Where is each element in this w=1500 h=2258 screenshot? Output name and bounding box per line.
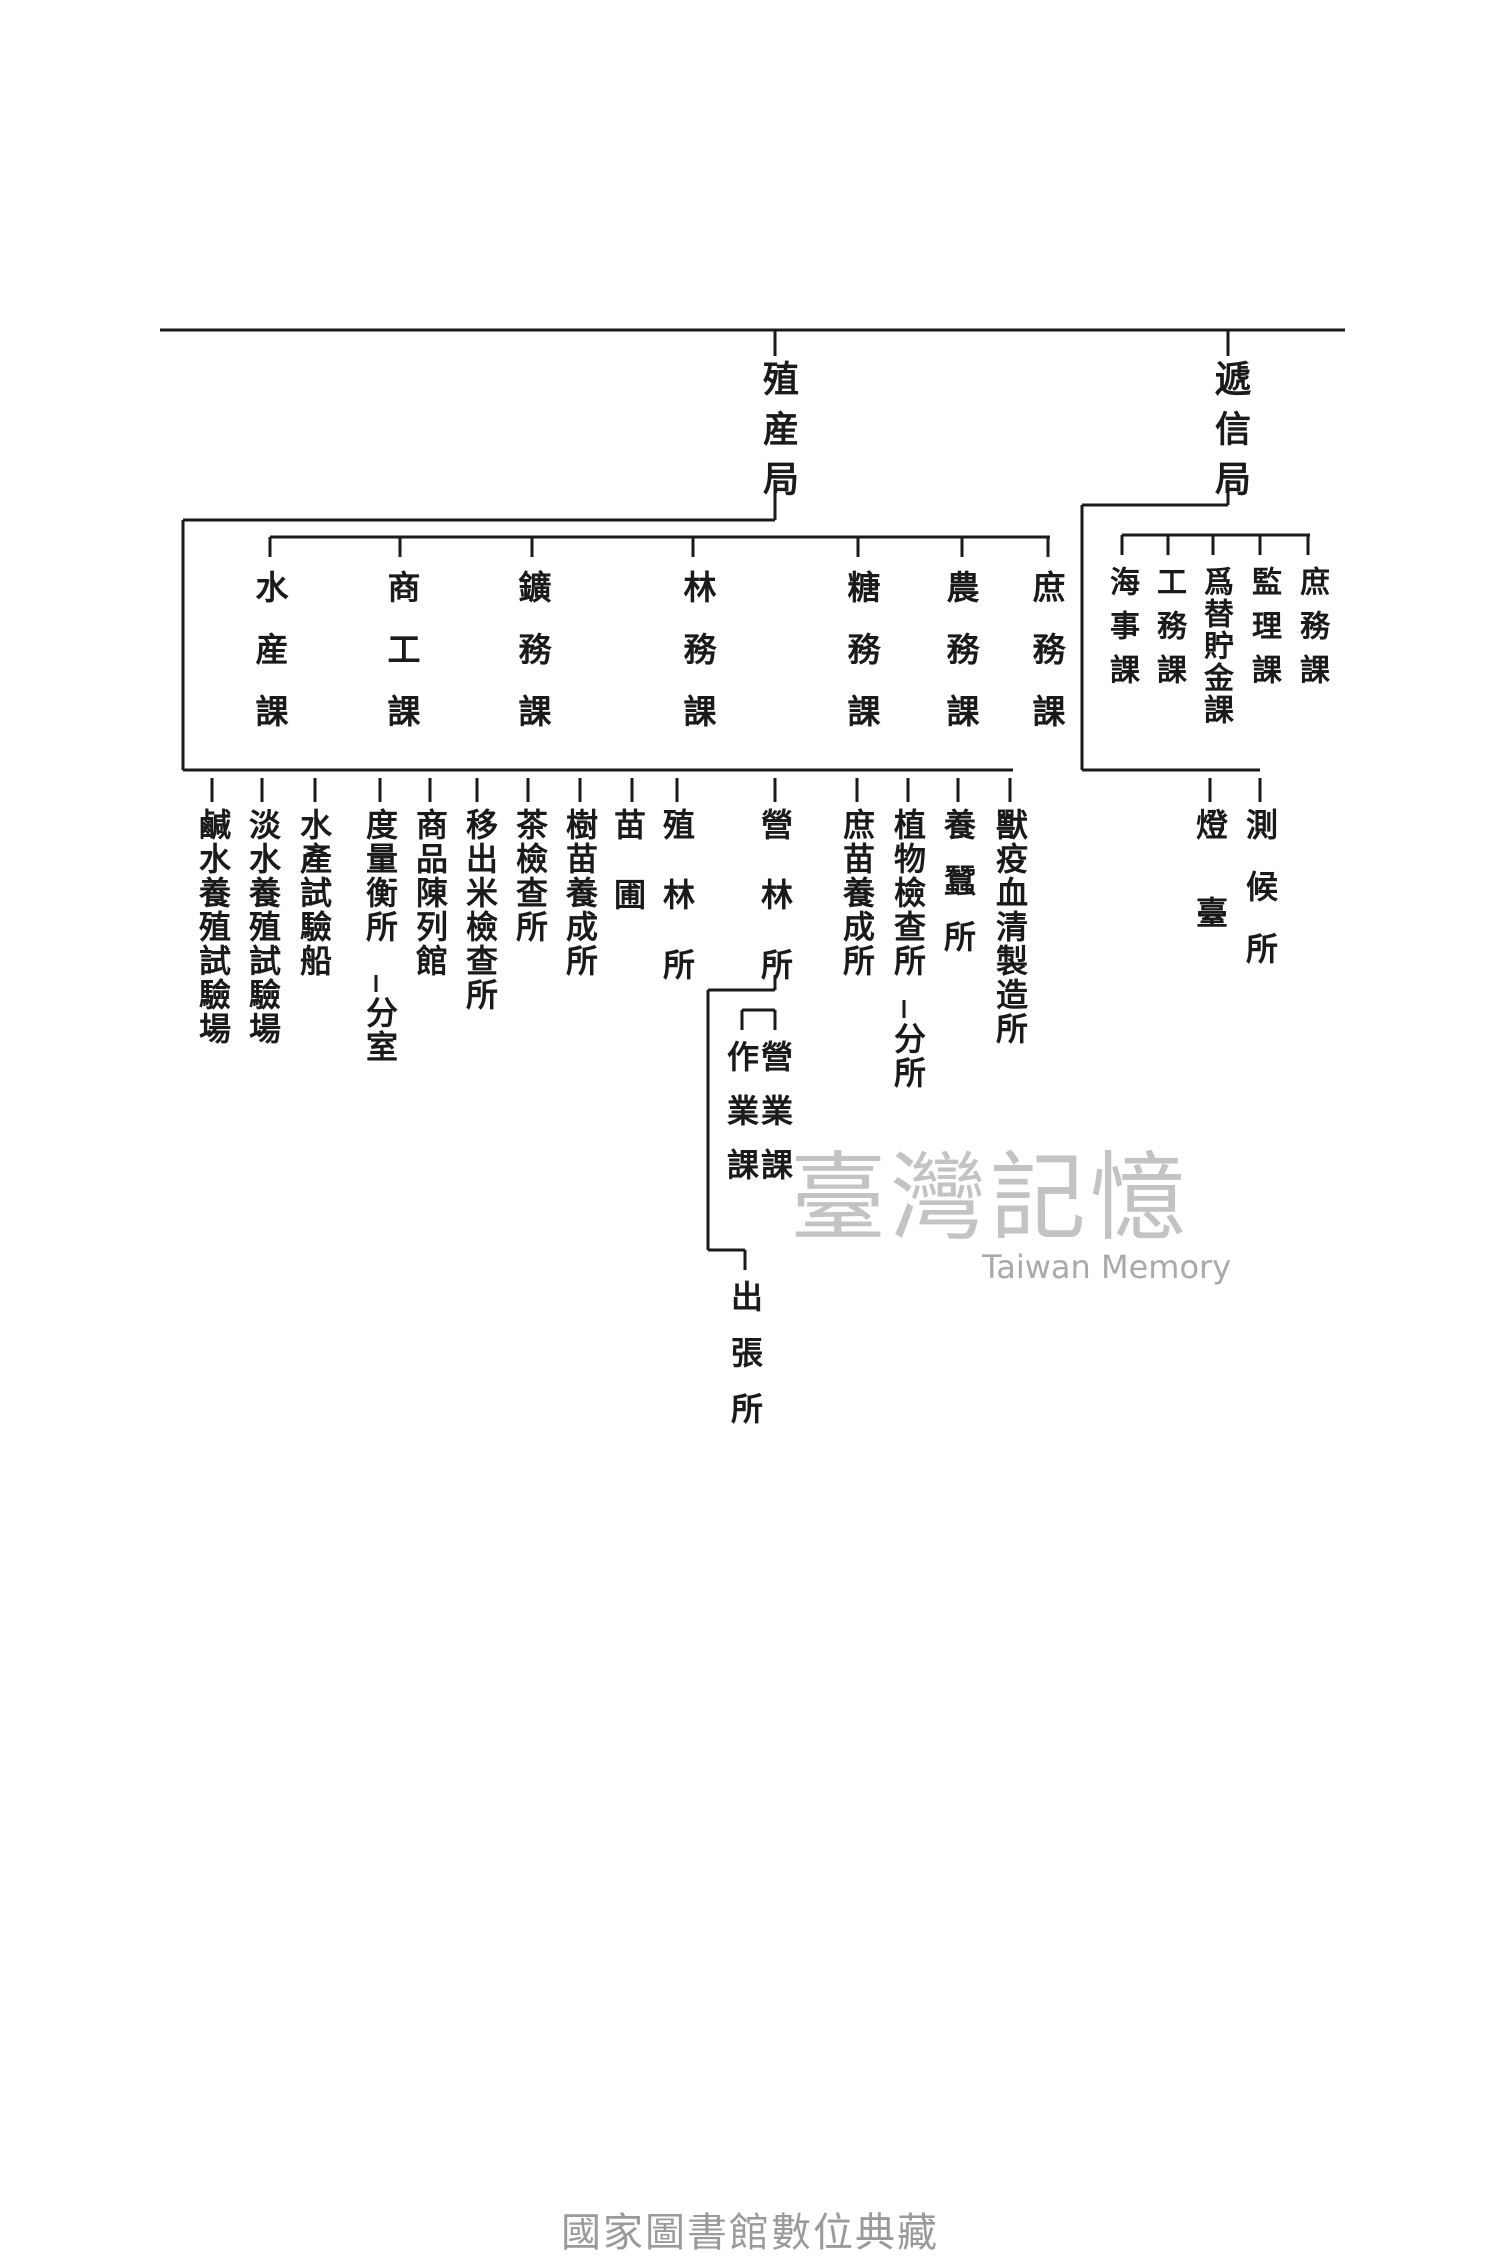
facility-shobyo: 庶苗養成所 [838,808,876,978]
bureau-teishin: 遞信局 [1209,360,1251,510]
facility-sokko: 測候所 [1241,808,1279,994]
section-shokusan-kommu: 鑛務課 [513,570,552,756]
facility-cha: 茶檢查所 [511,808,549,944]
facility-jubyo: 樹苗養成所 [561,808,599,978]
footer-caption: 國家圖書館數位典藏 [561,2210,939,2256]
section-shokusan-rimmu: 林務課 [678,570,717,756]
facility-nawashiro: 苗圃 [609,808,647,948]
section-shokusan-suisan: 水産課 [250,570,289,756]
section-teishin-kanri: 監理課 [1246,566,1281,698]
section-shokusan-nomu: 農務課 [941,570,980,756]
eirin-unit-shutcho: 出張所 [726,1280,764,1448]
facility-doryoko-branch: 分室 [361,996,399,1064]
section-shokusan-shoko: 商工課 [382,570,421,756]
facility-todai: 燈臺 [1191,808,1229,984]
eirin-unit-eigyo: 營業課 [756,1040,794,1202]
section-teishin-kawase: 爲替貯金課 [1198,566,1233,726]
section-teishin-komu: 工務課 [1151,566,1186,698]
facility-shokubutsu: 植物檢查所 [889,808,927,978]
section-teishin-kaiji: 海事課 [1104,566,1139,698]
section-shokusan-shomu: 庶務課 [1027,570,1066,756]
facility-yosan: 養蠶所 [939,808,977,976]
watermark-logo: 臺灣記憶 [790,1142,1190,1254]
facility-ishutsumai: 移出米檢查所 [461,808,499,1012]
facility-chinretsukan: 商品陳列館 [411,808,449,978]
section-teishin-shomu: 庶務課 [1294,566,1329,698]
facility-jueki: 獸疫血清製造所 [991,808,1029,1046]
facility-shokubutsu-branch: 分所 [889,1022,927,1090]
eirin-unit-sagyo: 作業課 [722,1040,760,1202]
watermark-subtitle: Taiwan Memory [982,1248,1232,1286]
bureau-shokusan: 殖産局 [757,360,799,510]
facility-shikensen: 水產試驗船 [295,808,333,978]
section-shokusan-tomu: 糖務課 [842,570,881,756]
facility-doryoko: 度量衡所 [361,808,399,944]
facility-shokurin: 殖林所 [658,808,696,1018]
facility-tansui: 淡水養殖試驗場 [244,808,282,1046]
facility-eirin: 營林所 [756,808,794,1018]
facility-kansui: 鹹水養殖試驗場 [194,808,232,1046]
